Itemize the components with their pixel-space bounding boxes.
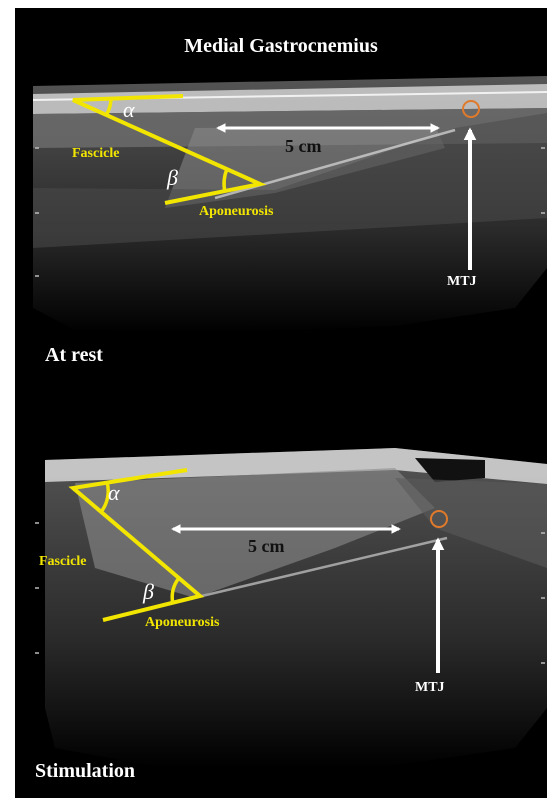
stim-aponeurosis-label: Aponeurosis: [145, 615, 219, 631]
figure-title: Medial Gastrocnemius: [15, 35, 547, 58]
stim-beta-label: β: [143, 579, 154, 605]
stim-fascicle-label: Fascicle: [39, 554, 86, 570]
ultrasound-figure: Medial Gastrocnemius α Fascicle β Aponeu…: [15, 8, 547, 798]
ultrasound-graphics: [15, 8, 547, 798]
rest-state-label: At rest: [45, 344, 103, 367]
rest-fascicle-label: Fascicle: [72, 146, 119, 162]
rest-alpha-label: α: [123, 97, 135, 123]
rest-distance-label: 5 cm: [285, 136, 321, 157]
rest-beta-label: β: [167, 165, 178, 191]
stim-alpha-label: α: [108, 480, 120, 506]
stim-distance-label: 5 cm: [248, 536, 284, 557]
rest-aponeurosis-label: Aponeurosis: [199, 204, 273, 220]
panel-stim-image: [45, 448, 547, 768]
stim-state-label: Stimulation: [35, 760, 135, 783]
rest-mtj-label: MTJ: [447, 274, 477, 290]
stim-mtj-label: MTJ: [415, 680, 445, 696]
